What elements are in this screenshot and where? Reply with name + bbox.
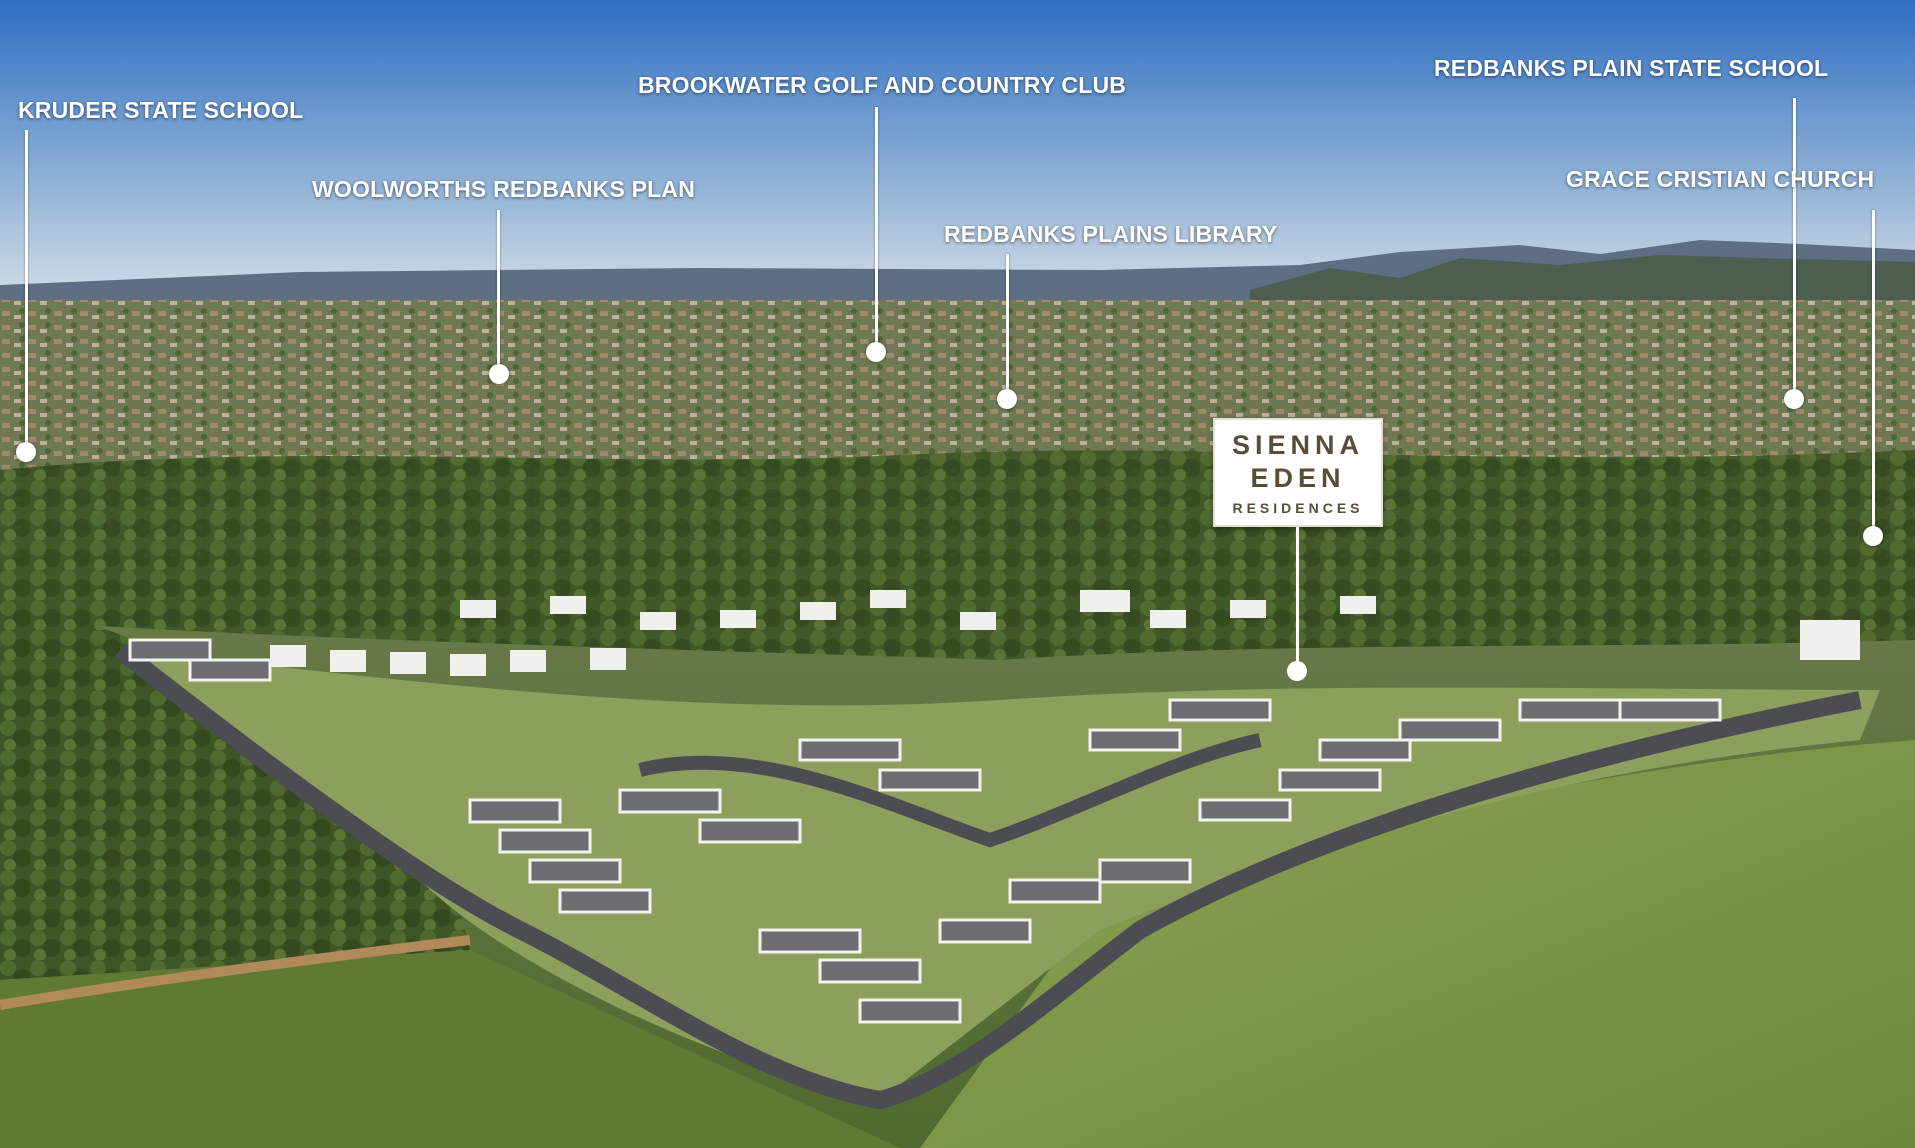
poi-label: REDBANKS PLAIN STATE SCHOOL [1434, 55, 1829, 81]
logo-line-2: EDEN [1250, 463, 1346, 493]
poi-leader-line [25, 130, 28, 452]
poi-pin-icon [1784, 389, 1804, 409]
poi-label: KRUDER STATE SCHOOL [18, 97, 304, 123]
sienna-eden-logo[interactable]: SIENNA EDEN RESIDENCES [1213, 418, 1383, 527]
poi-pin-icon [16, 442, 36, 462]
poi-pin-icon [997, 389, 1017, 409]
poi-pin-icon [489, 364, 509, 384]
poi-leader-line [1793, 98, 1796, 394]
logo-leader-line [1296, 527, 1299, 667]
poi-leader-line [497, 210, 500, 370]
poi-label: GRACE CRISTIAN CHURCH [1566, 166, 1875, 192]
poi-label: WOOLWORTHS REDBANKS PLAN [312, 176, 696, 202]
poi-pin-icon [866, 342, 886, 362]
poi-label: BROOKWATER GOLF AND COUNTRY CLUB [638, 72, 1127, 98]
poi-leader-line [1006, 254, 1009, 394]
poi-pin-icon [1863, 526, 1883, 546]
logo-line-3: RESIDENCES [1232, 500, 1364, 516]
poi-leader-line [875, 107, 878, 347]
poi-label: REDBANKS PLAINS LIBRARY [944, 221, 1278, 247]
poi-leader-line [1872, 210, 1875, 530]
logo-pin-icon [1287, 661, 1307, 681]
logo-line-1: SIENNA [1231, 430, 1364, 460]
